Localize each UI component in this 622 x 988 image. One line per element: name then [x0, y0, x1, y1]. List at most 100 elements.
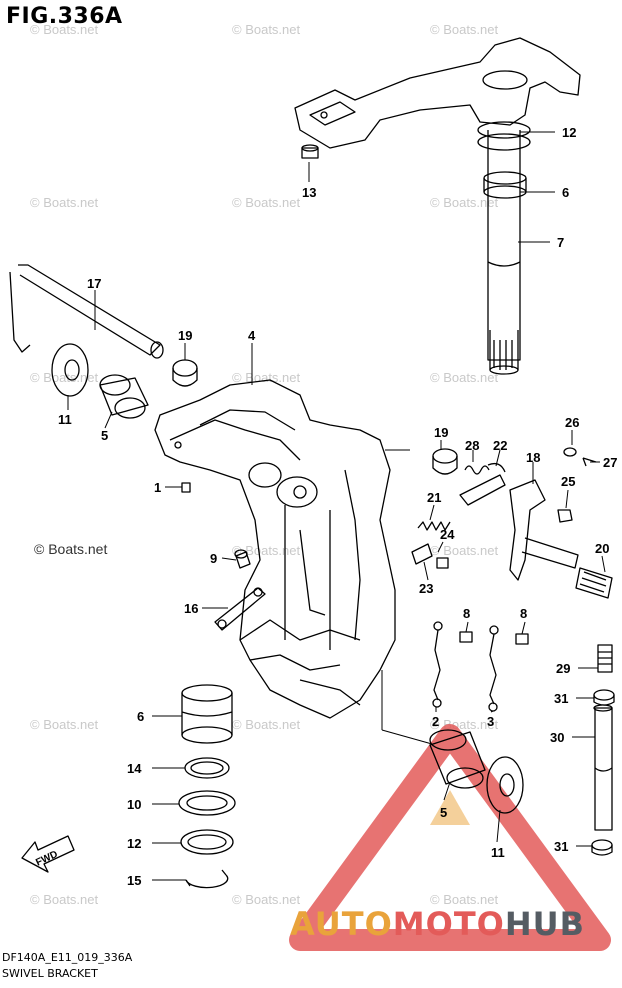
- callout-20: 20: [595, 541, 609, 556]
- callout-14: 14: [127, 761, 142, 776]
- tilt-lock-lever: [509, 479, 613, 599]
- logo-triangle: [289, 724, 611, 951]
- fwd-arrow-icon: [21, 835, 75, 873]
- sleeve-30: [593, 704, 613, 831]
- callout-22: 22: [493, 438, 507, 453]
- bonding-wire-2: [432, 621, 443, 708]
- callout-3: 3: [487, 714, 494, 729]
- callout-29: 29: [556, 661, 570, 676]
- callout-11: 11: [58, 412, 72, 427]
- bush-19-right: [432, 448, 458, 475]
- watermark: © Boats.net: [232, 22, 301, 37]
- lever-22: [459, 462, 506, 506]
- spring-28: [464, 465, 490, 475]
- brand-logo: AUTOMOTOHUB: [290, 905, 585, 943]
- washer-10: [178, 790, 236, 816]
- nut-25: [557, 509, 573, 523]
- callout-17: 17: [87, 276, 101, 291]
- watermark: © Boats.net: [430, 543, 499, 558]
- callout-19: 19: [178, 328, 192, 343]
- clip-31-bottom: [591, 839, 613, 856]
- callout-13: 13: [302, 185, 316, 200]
- callout-26: 26: [565, 415, 579, 430]
- callout-8b: 8: [520, 606, 527, 621]
- callout-8a: 8: [463, 606, 470, 621]
- bolt-13: [301, 144, 319, 159]
- watermark: © Boats.net: [430, 370, 499, 385]
- callout-21: 21: [427, 490, 441, 505]
- spring-21: [417, 521, 451, 531]
- watermark: © Boats.net: [30, 370, 99, 385]
- plate-16: [214, 587, 266, 631]
- brand-part-hub: HUB: [504, 905, 586, 943]
- tilt-shaft: [9, 264, 164, 359]
- callout-1: 1: [154, 480, 161, 495]
- fwd-label: FWD: [34, 849, 59, 869]
- watermark: © Boats.net: [430, 22, 499, 37]
- callout-9: 9: [210, 551, 217, 566]
- bush-5: [99, 374, 149, 419]
- swivel-bracket: [154, 379, 396, 719]
- watermark: © Boats.net: [232, 892, 301, 907]
- pin-27: [582, 457, 597, 467]
- callout-19-right: 19: [434, 425, 448, 440]
- figure-title: FIG.336A: [6, 4, 123, 29]
- watermark: © Boats.net: [430, 195, 499, 210]
- callout-24: 24: [440, 527, 455, 542]
- callout-7: 7: [557, 235, 564, 250]
- diagram-code: DF140A_E11_019_336A: [2, 951, 133, 964]
- washer-14: [184, 757, 230, 779]
- callout-31-bottom: 31: [554, 839, 568, 854]
- watermark: © Boats.net: [30, 195, 99, 210]
- leader-lines: [67, 131, 606, 881]
- steering-bracket: [294, 37, 581, 149]
- bush-19: [172, 359, 198, 387]
- washer-26: [563, 447, 577, 457]
- callout-31: 31: [554, 691, 568, 706]
- bolt-8a: [459, 631, 473, 643]
- washer-11-right: [486, 756, 524, 814]
- callout-2: 2: [432, 714, 439, 729]
- callout-16: 16: [184, 601, 198, 616]
- bush-6: [181, 684, 233, 744]
- washer-12: [180, 829, 234, 855]
- watermark: © Boats.net: [232, 717, 301, 732]
- watermark: © Boats.net: [30, 892, 99, 907]
- callout-6: 6: [562, 185, 569, 200]
- callout-5: 5: [101, 428, 108, 443]
- watermark: © Boats.net: [232, 543, 301, 558]
- screw-24: [436, 557, 449, 569]
- watermark: © Boats.net: [232, 370, 301, 385]
- grease-nipple: [181, 482, 191, 493]
- clip-31-top: [593, 689, 615, 706]
- callout-18: 18: [526, 450, 540, 465]
- watermark: © Boats.net: [232, 195, 301, 210]
- watermark: © Boats.net: [30, 717, 99, 732]
- diagram-subtitle: SWIVEL BRACKET: [2, 967, 98, 980]
- snap-ring-15: [185, 869, 229, 889]
- bolt-8b: [515, 633, 529, 645]
- bolt-9: [234, 549, 251, 569]
- callout-10: 10: [127, 797, 141, 812]
- watermark: © Boats.net: [430, 892, 499, 907]
- callout-12: 12: [562, 125, 576, 140]
- callout-6-bottom: 6: [137, 709, 144, 724]
- main-watermark: © Boats.net: [34, 541, 108, 557]
- steering-shaft: [477, 121, 531, 375]
- washer-11: [51, 343, 89, 397]
- callout-11-right: 11: [491, 845, 505, 860]
- callout-27: 27: [603, 455, 617, 470]
- callout-5-right: 5: [440, 805, 447, 820]
- callout-25: 25: [561, 474, 575, 489]
- callout-23: 23: [419, 581, 433, 596]
- bush-5-right: [429, 729, 486, 789]
- callout-28: 28: [465, 438, 479, 453]
- callout-30: 30: [550, 730, 564, 745]
- callout-12-bottom: 12: [127, 836, 141, 851]
- callout-15: 15: [127, 873, 141, 888]
- brand-part-auto: AUTO: [290, 905, 393, 943]
- bolt-29: [597, 644, 613, 673]
- brand-part-moto: MOTO: [392, 905, 505, 943]
- clip-23: [411, 543, 433, 565]
